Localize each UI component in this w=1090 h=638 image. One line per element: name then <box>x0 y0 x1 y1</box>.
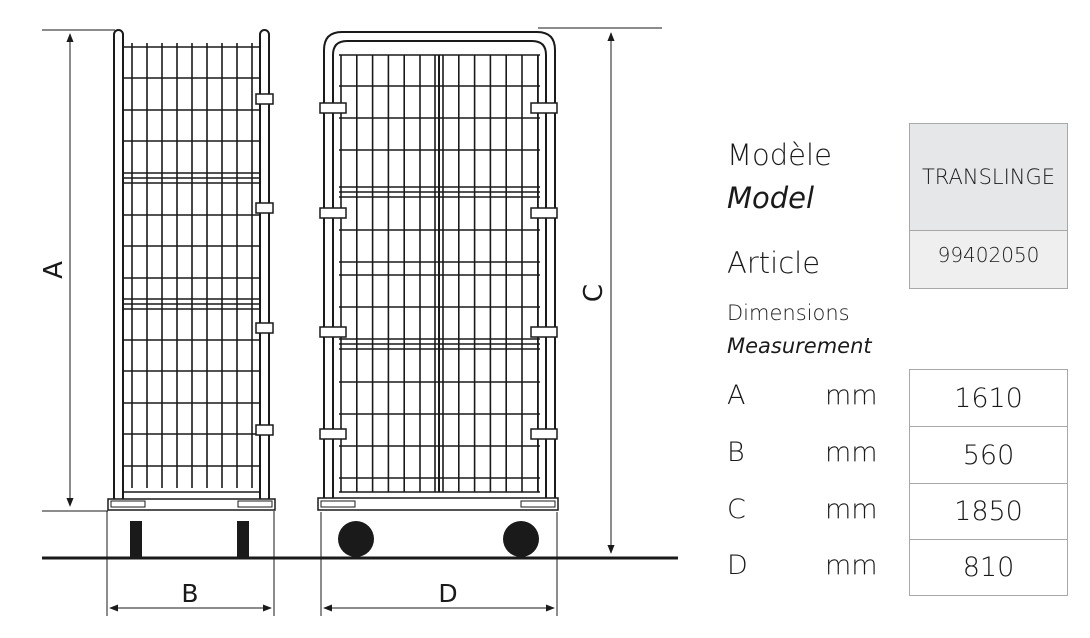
dimension-unit: mm <box>825 380 878 411</box>
side-foot-right <box>237 521 249 557</box>
dimension-letter: B <box>727 437 745 468</box>
clamp <box>319 428 347 440</box>
model-value-cell: TRANSLINGE <box>909 123 1068 231</box>
clamp <box>255 322 274 334</box>
clamp <box>319 102 347 114</box>
clamp <box>530 102 558 114</box>
clamp <box>255 202 274 214</box>
front-view <box>317 31 559 557</box>
dimension-b-label: B <box>181 579 198 608</box>
dimension-letter: A <box>727 380 746 411</box>
wheel-right <box>503 521 539 557</box>
dimension-unit: mm <box>825 494 878 525</box>
dimension-value: 1610 <box>909 369 1068 427</box>
side-view <box>107 29 276 557</box>
model-value: TRANSLINGE <box>921 165 1056 189</box>
dimension-a <box>42 29 115 512</box>
clamp <box>319 326 347 338</box>
dimension-unit: mm <box>825 550 878 581</box>
clamp <box>530 326 558 338</box>
dimension-letter: C <box>727 494 746 525</box>
model-label-en: Model <box>727 181 815 215</box>
dimension-a-label: A <box>39 261 69 279</box>
front-frame <box>323 31 556 500</box>
clamp <box>319 207 347 219</box>
dimension-value: 810 <box>909 539 1068 596</box>
dimension-b <box>106 511 275 616</box>
dimension-value: 1850 <box>909 483 1068 540</box>
dimension-d-label: D <box>438 579 457 608</box>
dimension-unit: mm <box>825 437 878 468</box>
article-value-cell: 99402050 <box>909 230 1068 289</box>
dimension-letter: D <box>727 550 748 581</box>
roll-cage-drawing: A B C D <box>39 27 678 616</box>
side-foot-left <box>130 521 142 557</box>
dimension-d <box>320 512 558 616</box>
side-post-left <box>113 29 124 503</box>
side-base <box>107 498 276 511</box>
clamp <box>255 93 274 105</box>
article-label: Article <box>727 246 821 280</box>
clamp <box>530 207 558 219</box>
wheel-left <box>338 521 374 557</box>
dimension-c-label: C <box>579 284 609 302</box>
front-base <box>317 497 559 511</box>
model-label-fr: Modèle <box>727 138 832 172</box>
dimensions-label-en: Measurement <box>727 334 872 358</box>
clamp <box>530 428 558 440</box>
clamp <box>255 424 274 436</box>
dimension-value: 560 <box>909 426 1068 484</box>
dimensions-label-fr: Dimensions <box>727 301 850 325</box>
dimension-c <box>538 27 662 554</box>
article-value: 99402050 <box>937 243 1040 267</box>
